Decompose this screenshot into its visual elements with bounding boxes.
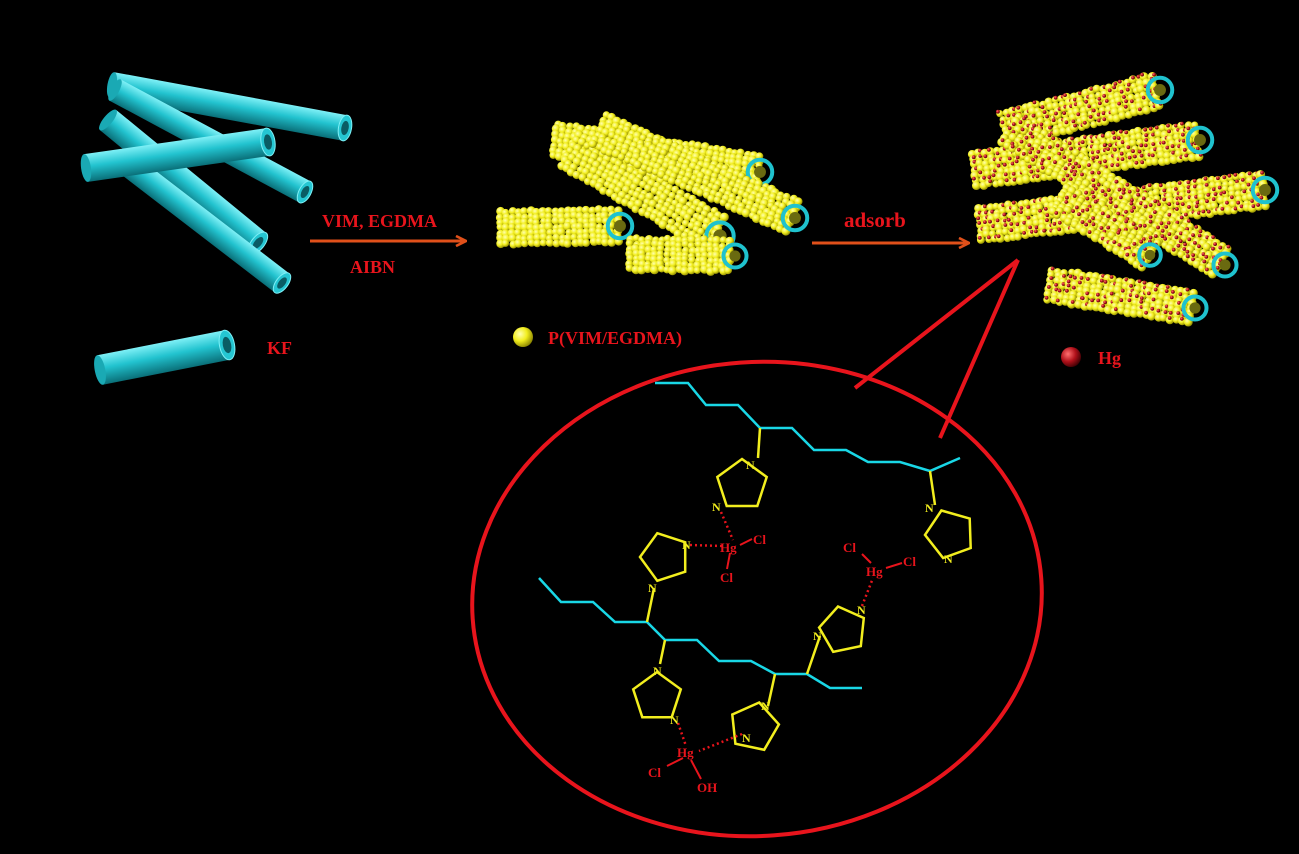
cl-atom-3: Cl [843, 540, 856, 555]
cl-atom-5: Cl [648, 765, 661, 780]
n-atom-6: N [648, 581, 657, 595]
n-atom-8: N [813, 629, 822, 643]
zoom-callout [470, 258, 1044, 839]
kf-fiber-bundle [80, 72, 353, 294]
cl-atom-1: Cl [753, 532, 766, 547]
coated-fiber-2 [495, 205, 635, 249]
reagents-top-label: VIM, EGDMA [322, 211, 437, 231]
hg-legend-ball [1061, 347, 1081, 367]
n-atom-3: N [925, 501, 934, 515]
adsorb-label: adsorb [844, 208, 906, 232]
hg-bonds [666, 538, 903, 780]
coordination-bonds [676, 511, 875, 753]
hg-loaded-fibers [967, 72, 1280, 327]
n-atom-4: N [944, 552, 953, 566]
loaded-fiber-2 [967, 121, 1215, 191]
imidazole-ring-2 [923, 509, 972, 560]
n-atom-11: N [761, 699, 770, 713]
n-atom-12: N [742, 731, 751, 745]
hg-atom-1: Hg [720, 540, 737, 555]
chemical-structure: Hg Cl Cl Hg Cl Cl Hg Cl OH N N N N N N N… [538, 381, 972, 795]
hg-atom-3: Hg [677, 745, 694, 760]
cl-atom-2: Cl [720, 570, 733, 585]
imidazole-ring-3 [638, 531, 687, 583]
loaded-fiber-4 [997, 112, 1239, 279]
kf-legend-label: KF [267, 338, 292, 358]
polymer-coated-fibers [495, 111, 810, 276]
loaded-fiber-5 [1043, 266, 1209, 327]
imidazole-links [645, 427, 937, 707]
n-atom-2: N [712, 500, 721, 514]
hg-legend-label: Hg [1098, 348, 1122, 368]
kf-fiber-single [94, 329, 236, 385]
initiator-label: AIBN [350, 257, 396, 277]
coated-fiber-4 [588, 111, 810, 236]
imidazole-ring-5 [631, 670, 683, 719]
n-atom-10: N [670, 713, 679, 727]
kf-single-fiber [94, 329, 236, 385]
oh-group: OH [697, 780, 717, 795]
polymer-chain-top [655, 381, 961, 473]
n-atom-5: N [682, 538, 691, 552]
imidazole-ring-1 [715, 457, 769, 508]
loaded-fiber-6 [1048, 183, 1163, 272]
polymer-legend-ball [513, 327, 533, 347]
n-atom-7: N [857, 603, 866, 617]
cl-atom-4: Cl [903, 554, 916, 569]
coated-fiber-5 [625, 234, 749, 276]
imidazole-ring-4 [817, 604, 866, 654]
n-atom-9: N [653, 664, 662, 678]
kf-fiber-5 [80, 127, 276, 182]
n-atom-1: N [746, 458, 755, 472]
imidazole-ring-6 [730, 700, 781, 752]
hg-atom-2: Hg [866, 564, 883, 579]
polymer-legend-label: P(VIM/EGDMA) [548, 328, 682, 348]
